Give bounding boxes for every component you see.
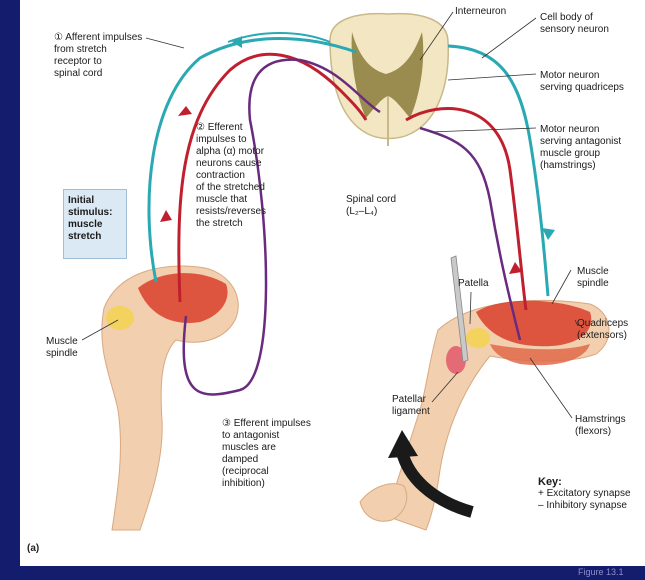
spinal-cord-section (330, 14, 448, 146)
figure-number: Figure 13.1 (578, 567, 624, 577)
figure-part-tag: (a) (27, 543, 39, 554)
key-excitatory: + Excitatory synapse (538, 488, 631, 500)
key-title: Key: (538, 476, 631, 488)
label-hamstrings: Hamstrings (flexors) (575, 414, 626, 438)
key-inhibitory: – Inhibitory synapse (538, 500, 631, 512)
label-muscle-spindle-left: Muscle spindle (46, 336, 78, 360)
label-interneuron: Interneuron (455, 6, 506, 18)
label-patellar-ligament: Patellar ligament (392, 394, 430, 418)
label-efferent-impulses: ② Efferent impulses to alpha (α) motor n… (196, 122, 266, 230)
label-efferent-antagonist: ③ Efferent impulses to antagonist muscle… (222, 418, 311, 490)
initial-stimulus-box: Initial stimulus: muscle stretch (63, 189, 127, 259)
label-motor-neuron-antagonist: Motor neuron serving antagonist muscle g… (540, 124, 621, 172)
label-spinal-cord: Spinal cord (L₂–L₄) (346, 194, 396, 218)
left-leg (102, 266, 238, 530)
label-initial-stimulus: Initial stimulus: muscle stretch (68, 195, 124, 243)
label-motor-neuron-quadriceps: Motor neuron serving quadriceps (540, 70, 624, 94)
label-muscle-spindle-right: Muscle spindle (577, 266, 609, 290)
synapse-key: Key: + Excitatory synapse – Inhibitory s… (538, 476, 631, 512)
label-afferent-impulses: ① Afferent impulses from stretch recepto… (54, 32, 142, 80)
label-patella: Patella (458, 278, 489, 290)
label-quadriceps: Quadriceps (extensors) (577, 318, 628, 342)
label-cell-body-sensory-neuron: Cell body of sensory neuron (540, 12, 609, 36)
